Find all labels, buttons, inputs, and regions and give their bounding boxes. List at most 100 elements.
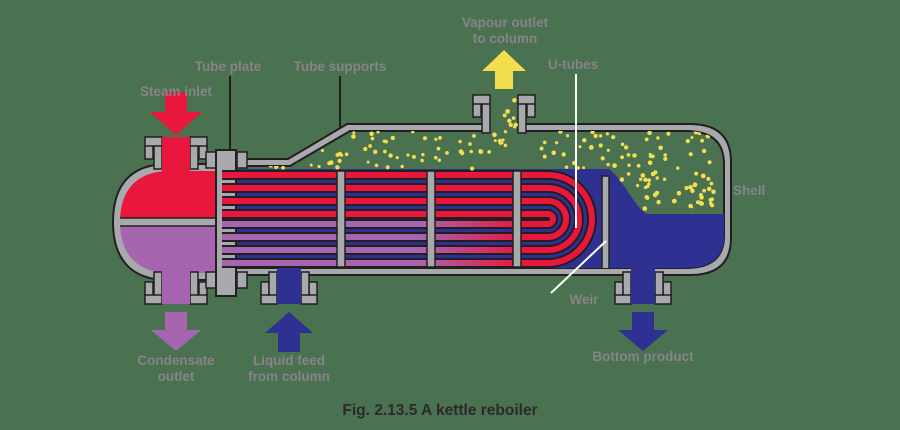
vapour-bubble — [551, 150, 556, 156]
weir-label: Weir — [569, 292, 599, 307]
vapour-bubble — [626, 153, 631, 157]
vapour-bubble — [376, 130, 380, 134]
condensate-outlet-label-line1: Condensate — [137, 353, 215, 368]
vapour-bubble — [388, 153, 393, 158]
vapour-bubble — [605, 132, 610, 136]
vapour-bubble — [390, 135, 395, 141]
vapour-bubble — [627, 163, 631, 167]
vapour-bubble — [707, 160, 712, 165]
u-tube — [222, 211, 556, 227]
joint-flange-tab — [205, 271, 217, 289]
u-tube — [222, 172, 595, 266]
vapour-bubble — [434, 137, 438, 141]
vapour-bubble — [470, 166, 475, 171]
vapour-bubble — [436, 146, 441, 151]
vapour-bubble — [411, 154, 416, 159]
u-tube — [222, 198, 569, 240]
nozzle-wall — [153, 271, 163, 296]
vapour-bubble — [492, 132, 497, 138]
vapour-bubble — [565, 134, 570, 138]
vapour-bubble — [647, 160, 653, 165]
vapour-bubble — [647, 178, 651, 183]
vapour-bubble — [458, 149, 464, 154]
vapour-bubble — [708, 197, 713, 202]
vapour-bubble — [582, 166, 586, 170]
vapour-bubble — [650, 171, 656, 177]
vapour-bubble — [281, 165, 285, 170]
flange-foot — [144, 281, 154, 296]
vapour-bubble — [555, 141, 559, 145]
vapour-bubble — [690, 188, 695, 194]
vapour-bubble — [666, 131, 671, 136]
nozzle-wall — [189, 271, 199, 296]
vapour-bubble — [351, 134, 356, 139]
vapour-bubble — [493, 139, 497, 143]
vapour-bubble — [588, 145, 594, 150]
nozzle-wall — [622, 271, 632, 296]
nozzle-wall — [517, 103, 527, 134]
vapour-bubble — [317, 164, 321, 169]
tube-support — [336, 170, 346, 268]
vapour-bubble — [676, 166, 680, 170]
vapour-bubble — [383, 149, 387, 154]
bottom-product-arrow-icon — [618, 312, 668, 351]
vapour-bubble — [503, 130, 507, 134]
vapour-bubble — [648, 152, 652, 157]
vapour-bubble — [643, 177, 648, 182]
vapour-bubble — [395, 156, 399, 160]
vapour-bubble — [542, 140, 547, 145]
condensate-outlet-arrow-icon — [151, 312, 201, 351]
vapour-bubble — [700, 173, 706, 179]
vapour-bubble — [374, 163, 379, 168]
liquid-feed-label-line1: Liquid feed — [253, 353, 325, 368]
vapour-bubble — [647, 182, 651, 186]
vapour-bubble — [685, 139, 690, 144]
vapour-bubble — [706, 186, 712, 192]
vapour-bubble — [690, 136, 694, 139]
vapour-bubble — [698, 200, 703, 205]
vapour-bubble — [647, 130, 652, 136]
vapour-bubble — [643, 185, 648, 190]
tube-supports — [336, 170, 522, 268]
vapour-bubble — [512, 98, 517, 103]
steam-inlet-label: Steam inlet — [140, 84, 213, 99]
vapour-bubble — [593, 133, 598, 139]
vapour-bubble — [539, 146, 544, 151]
weir-pointer-line — [550, 240, 607, 294]
vapour-bubble — [344, 152, 349, 157]
vapour-bubble — [700, 138, 704, 143]
nozzle-wall — [481, 103, 491, 134]
vapour-bubble — [501, 138, 505, 142]
vapour-bubble — [542, 154, 547, 159]
vapour-bubble — [658, 145, 663, 151]
vapour-bubble — [421, 152, 425, 157]
vapour-bubble — [373, 149, 378, 154]
vapour-bubble — [561, 152, 566, 157]
vapour-bubble — [352, 131, 356, 135]
flange-foot — [144, 145, 154, 160]
vapour-bubble — [576, 166, 580, 170]
vapour-bubble — [606, 148, 610, 152]
vapour-outlet-arrow-icon — [482, 50, 526, 89]
vapour-bubble — [632, 153, 637, 158]
vapour-bubble — [508, 122, 513, 128]
nozzle-bore — [162, 137, 190, 175]
vapour-bubble — [711, 189, 716, 195]
vapour-bubble — [699, 192, 703, 197]
condensate-outlet-label-line2: outlet — [158, 369, 195, 384]
vapour-bubble — [433, 155, 438, 160]
vapour-bubble — [512, 125, 517, 129]
vapour-bubble — [309, 163, 313, 167]
vapour-bubble — [706, 176, 711, 181]
flange-foot — [526, 103, 536, 118]
vapour-bubble — [564, 165, 569, 169]
vapour-bubble — [385, 165, 390, 170]
flange-foot — [614, 281, 624, 296]
vapour-bubble — [620, 142, 625, 147]
vapour-bubble — [384, 139, 388, 144]
vapour-outlet-label-line1: Vapour outlet — [462, 15, 549, 30]
vapour-bubble — [370, 136, 375, 141]
vapour-bubble — [458, 139, 462, 144]
nozzle-wall — [300, 271, 310, 296]
